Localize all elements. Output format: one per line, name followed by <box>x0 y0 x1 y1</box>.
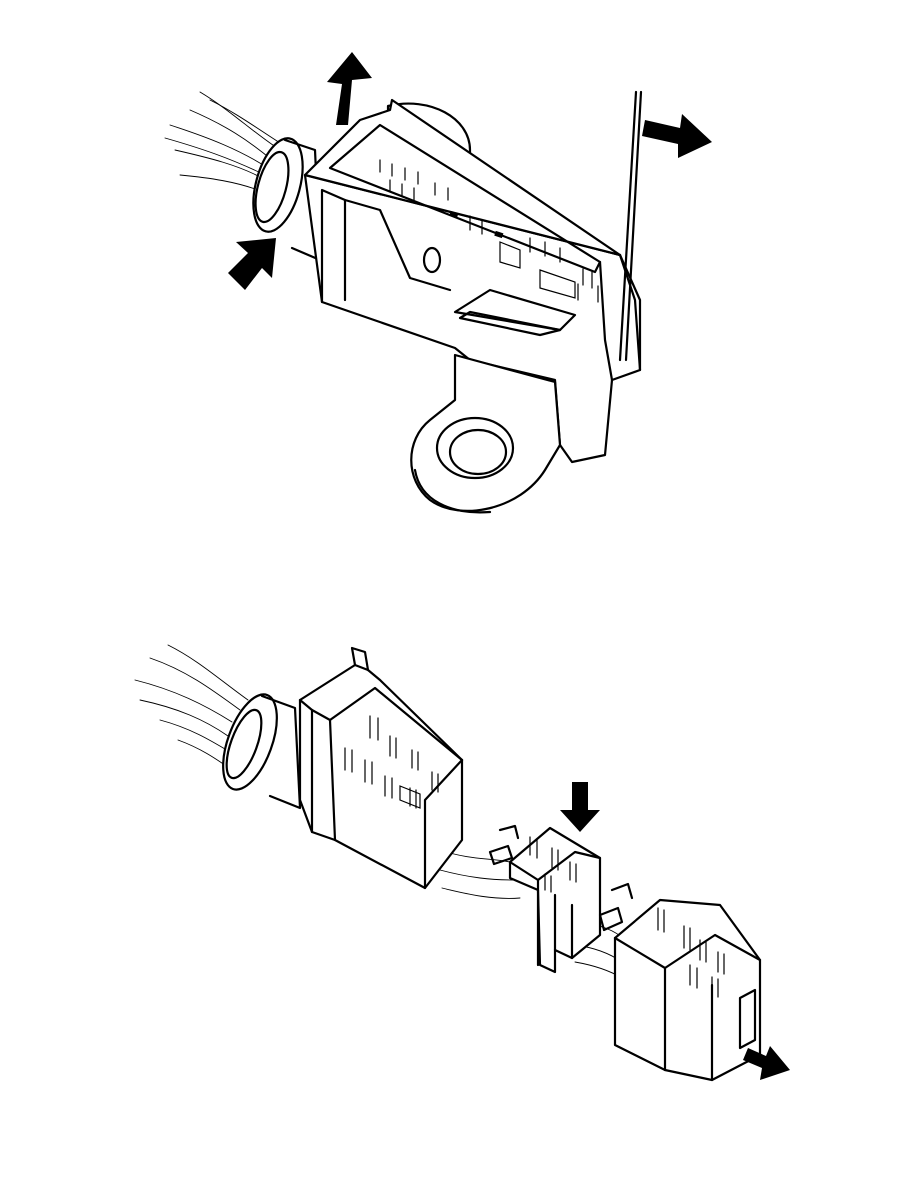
bottom-right-module <box>598 882 762 1082</box>
top-release-tool <box>618 90 643 362</box>
top-arrow-right <box>642 114 712 158</box>
bottom-cable-grommet <box>222 693 302 810</box>
top-mounting-eye <box>410 353 562 514</box>
bottom-connector-view <box>134 644 790 1082</box>
bottom-arrow-out <box>743 1046 790 1080</box>
bottom-middle-module <box>488 824 602 974</box>
top-connector-view <box>164 52 712 514</box>
top-wire-bundle <box>164 91 289 191</box>
top-arrow-in <box>228 238 276 290</box>
top-arrow-up <box>327 52 372 125</box>
bottom-arrow-down <box>560 782 600 832</box>
bottom-connector-housing <box>298 646 464 890</box>
